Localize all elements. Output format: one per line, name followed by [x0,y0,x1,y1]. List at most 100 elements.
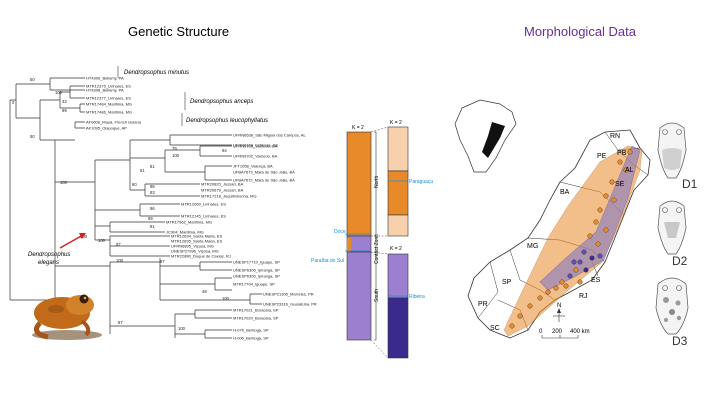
sample-point [597,207,603,213]
tree-tip-label: MTR12694_Santa Maria, ES [171,233,222,238]
bootstrap-label: 100 [172,153,180,158]
bootstrap-label: 99 [62,108,67,113]
sample-point [573,267,579,273]
state-ba: BA [560,189,570,196]
state-pe: PE [597,153,607,160]
state-pr: PR [478,301,488,308]
bootstrap-label: 81 [150,164,155,169]
sample-point [567,273,573,279]
frog-sketch-d2 [657,200,687,255]
group-label-leucophyllatus: Dendropsophus leucophyllatus [186,118,268,124]
scale-400: 400 km [570,329,590,335]
tree-tip-label: UFRN6895_Viçosa, MG [171,243,214,248]
paraiba-river-label: Paraíba do Sul [311,258,344,264]
scale-bar: 0 200 400 km [539,329,590,339]
svg-text:N: N [557,303,561,309]
bootstrap-label: 100 [178,326,186,331]
tree-tip-label: HT4306_Bellamy, PA [86,75,124,80]
state-sp: SP [502,279,512,286]
phylogenetic-tree [9,77,262,339]
bootstrap-label: 60 [132,182,137,187]
tree-tip-label: JC904_Maritima, MG [166,229,204,234]
north-subbar-light [387,126,409,172]
bootstrap-label: 0 [12,100,15,105]
tree-tip-label: UNESP17710_Iguape, SP [233,259,280,264]
tree-tip-label: H-006_Bertioga, SP [233,335,269,340]
state-rn: RN [610,133,620,140]
tree-tip-label: MTR17486_Maritima, MG [86,109,132,114]
sample-point [603,227,609,233]
sample-point [517,313,523,319]
tree-tip-label: UFRN6638_São Miguel dos Campos, AL [233,132,306,137]
sample-point [589,255,595,261]
tree-tip-label: UFBA7673_Mata de São João, BA [233,169,295,174]
sample-point [609,179,615,185]
state-rj: RJ [579,293,588,300]
bootstrap-label: 97 [160,259,165,264]
bootstrap-label: 48 [202,289,207,294]
bootstrap-label: 100 [80,234,88,239]
bootstrap-label: 100 [116,258,124,263]
tree-tip-label: MTR12377_Linhares, ES [86,95,131,100]
tree-tip-label: MTR20820_Jussari, BA [201,181,244,186]
bootstrap-label: 99 [148,216,153,221]
state-pb: PB [617,150,627,157]
sample-point [593,219,599,225]
sample-point [571,259,577,265]
frog-illustration [32,294,102,340]
north-subbar-tail [387,214,409,237]
morphological-data-title: Morphological Data [524,24,637,39]
tree-tip-label: UNESP21305_Morretes, PR [263,291,314,296]
sample-point [597,253,603,259]
frog-sketch-d1 [657,122,687,179]
bootstrap-label: 96 [150,184,155,189]
sample-point [537,295,543,301]
bootstrap-label: 79 [172,146,177,151]
sample-point [577,259,583,265]
sample-point [509,323,515,329]
tree-tip-label: MTR17218_Jequitinhonha, MG [201,193,257,198]
tree-tip-label: MTR12695_Santa Maria, ES [171,238,222,243]
sample-point [587,233,593,239]
bootstrap-label: 96 [150,206,155,211]
contact-zone-label: Contact Zone [374,234,380,264]
south-subbar-light [387,253,409,299]
tree-tip-label: H-076_Bertioga, SP [233,327,269,332]
outgroup-brackets [117,66,186,126]
brazil-map: RN PB PE AL SE BA MG ES RJ SP PR SC N [454,99,651,339]
sample-point [595,241,601,247]
tree-tip-label: UNESP23316_Guaratuba, PR [263,301,317,306]
doce-river-label: Doce [334,229,346,235]
south-america-inset [454,99,517,173]
state-sc: SC [490,325,500,332]
scale-0: 0 [539,329,543,335]
bootstrap-label: 83 [150,190,155,195]
state-es: ES [591,277,601,284]
frog-sketch-d3 [655,277,689,335]
species-label-line1: Dendropsophus [28,252,70,258]
tree-tip-label: UFRN9705_Varzedo, BA [233,143,278,148]
bootstrap-label: 50 [30,134,35,139]
paraguacu-river-label: Paraguaçu [409,179,433,185]
bootstrap-label: 87 [118,320,123,325]
tree-tip-label: MTR22880_Duque de Caxias, RJ [171,253,231,258]
bootstrap-label: 81 [150,224,155,229]
species-label-line2: elegans [38,260,59,266]
tree-tip-label: MTR12375_Linhares, ES [86,83,131,88]
bar-contact-orange [347,238,351,252]
bootstrap-label: 100 [60,180,68,185]
tree-tip-label: MTR12060_Linhares, ES [181,201,226,206]
morphology-panel: D1 D2 D3 [655,122,698,348]
south-label: South [374,289,380,302]
bootstrap-label: 100 [222,296,230,301]
state-mg: MG [527,243,538,250]
tree-tip-label: UNESP27996_Viçosa, MG [171,248,219,253]
tree-tip-label: UFBA7672_Mata de São João, BA [233,177,295,182]
sample-point [559,279,565,285]
bootstrap-label: 61 [140,168,145,173]
sample-point [583,267,589,273]
north-label: North [374,176,380,188]
sample-point [627,149,633,155]
tree-tip-label: MTR17704_Iguape, SP [233,281,275,286]
